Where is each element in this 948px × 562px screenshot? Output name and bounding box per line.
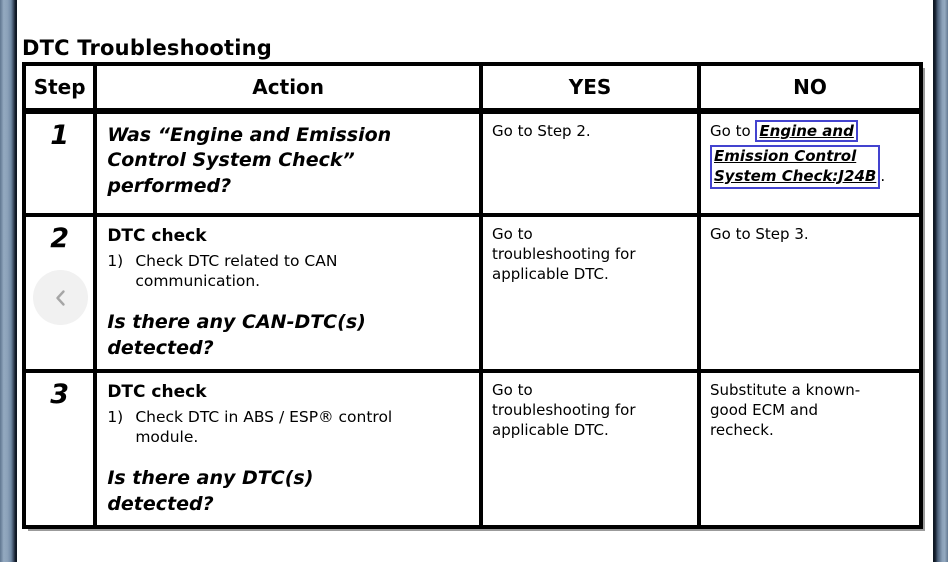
no-text-prefix: Go to — [710, 122, 756, 140]
no-cell: Go to Step 3. — [697, 212, 923, 374]
table-row: 1 Was “Engine and Emission Control Syste… — [21, 109, 923, 217]
link-fragment-1[interactable]: Engine and — [755, 120, 858, 142]
table-row: 3 DTC check 1) Check DTC in ABS / ESP® c… — [21, 369, 923, 530]
no-text: Substitute a known- good ECM and recheck… — [710, 381, 861, 440]
link-fragment-2[interactable]: Emission Control System Check:J24B — [710, 144, 881, 189]
list-number: 1) — [107, 408, 124, 427]
action-cell: Was “Engine and Emission Control System … — [93, 109, 484, 217]
column-header-action: Action — [93, 62, 484, 114]
list-text: Check DTC related to CAN communication. — [135, 252, 338, 291]
action-heading: DTC check — [107, 382, 207, 403]
column-header-no: NO — [697, 62, 923, 114]
yes-cell: Go to Step 2. — [479, 109, 701, 217]
action-cell: DTC check 1) Check DTC in ABS / ESP® con… — [93, 369, 484, 530]
action-question: Was “Engine and Emission Control System … — [107, 124, 392, 197]
no-cell: Go to Engine and Emission Control System… — [697, 109, 923, 217]
action-question: Is there any CAN-DTC(s) detected? — [107, 311, 366, 359]
table-row: 2 DTC check 1) Check DTC related to CAN … — [21, 212, 923, 374]
yes-text: Go to Step 2. — [492, 122, 591, 140]
action-question: Is there any DTC(s) detected? — [107, 467, 314, 515]
yes-text: Go to troubleshooting for applicable DTC… — [492, 225, 636, 283]
action-cell: DTC check 1) Check DTC related to CAN co… — [93, 212, 484, 374]
table-header-row: Step Action YES NO — [21, 62, 923, 114]
no-text-suffix: . — [880, 166, 886, 185]
step-number: 1 — [21, 109, 98, 217]
left-page-edge — [0, 0, 17, 562]
step-number: 3 — [21, 369, 98, 530]
action-list-item: 1) Check DTC in ABS / ESP® control modul… — [107, 407, 469, 447]
action-list-item: 1) Check DTC related to CAN communicatio… — [107, 251, 469, 291]
list-number: 1) — [107, 252, 124, 270]
chevron-left-icon — [55, 289, 65, 306]
engine-emission-check-link[interactable]: Engine and Emission Control System Check… — [710, 120, 881, 189]
right-page-edge — [933, 0, 948, 562]
column-header-step: Step — [21, 62, 98, 114]
no-cell: Substitute a known- good ECM and recheck… — [697, 369, 923, 530]
column-header-yes: YES — [479, 62, 701, 114]
no-text: Go to Step 3. — [710, 225, 809, 243]
yes-cell: Go to troubleshooting for applicable DTC… — [479, 369, 701, 530]
yes-cell: Go to troubleshooting for applicable DTC… — [479, 212, 701, 374]
list-text: Check DTC in ABS / ESP® control module. — [135, 408, 393, 447]
yes-text: Go to troubleshooting for applicable DTC… — [492, 381, 636, 440]
page-title: DTC Troubleshooting — [22, 36, 273, 61]
action-heading: DTC check — [107, 226, 207, 246]
dtc-troubleshooting-table: Step Action YES NO 1 Was “Engine and Emi… — [21, 62, 923, 530]
previous-page-button[interactable] — [33, 270, 88, 325]
